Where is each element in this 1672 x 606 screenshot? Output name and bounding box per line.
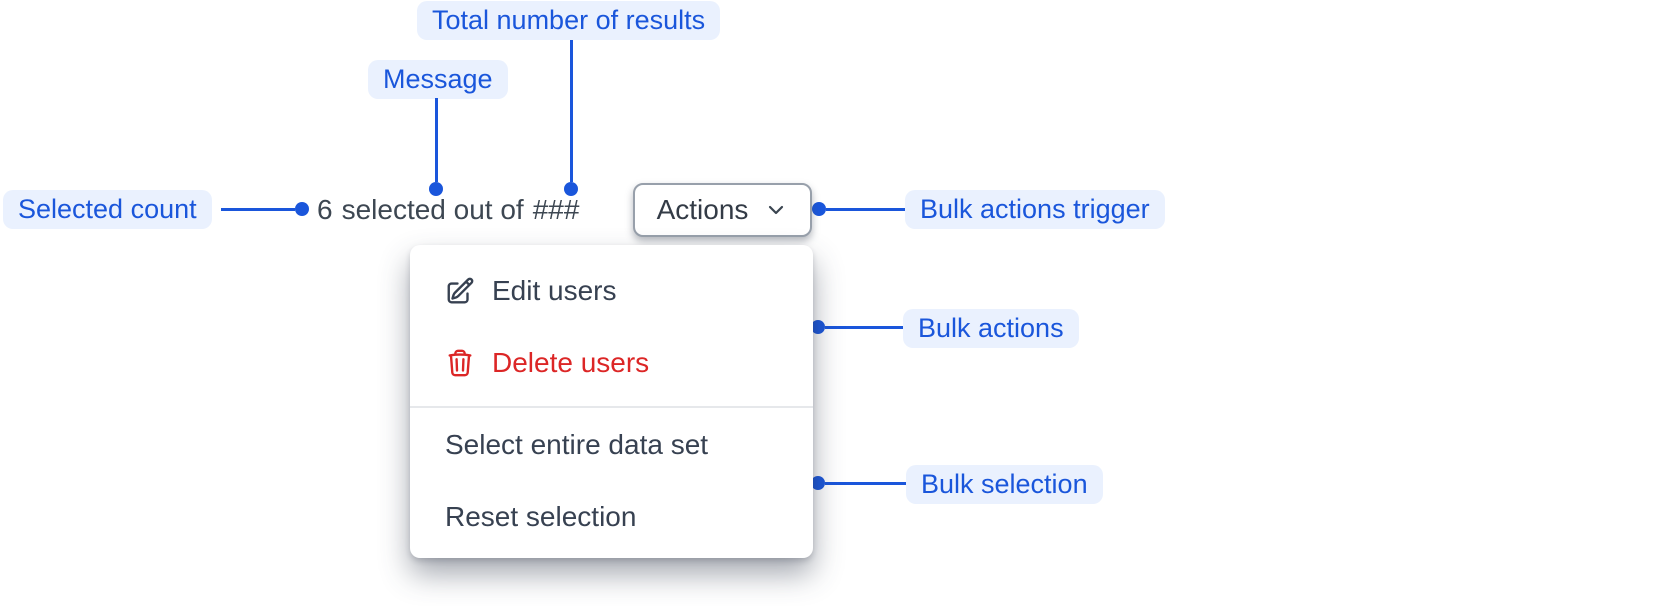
selection-summary: 6 selected out of ###: [317, 191, 579, 229]
connector-line-selected-count: [221, 207, 295, 211]
connector-dot-bulk-actions-trigger: [812, 202, 826, 216]
bulk-actions-menu: Edit users Delete users Select entire da…: [410, 245, 813, 558]
connector-line-message: [434, 98, 438, 182]
menu-item-label: Reset selection: [445, 501, 637, 532]
connector-dot-bulk-selection: [811, 476, 825, 490]
menu-item-label: Edit users: [492, 275, 617, 306]
annotation-bulk-selection: Bulk selection: [906, 465, 1103, 504]
connector-line-bulk-selection: [825, 481, 906, 485]
connector-dot-total-results: [564, 182, 578, 196]
menu-item-label: Select entire data set: [445, 429, 709, 460]
menu-item-reset-selection[interactable]: Reset selection: [410, 493, 813, 541]
actions-button-label: Actions: [656, 194, 749, 225]
trash-icon: [445, 348, 475, 378]
annotation-selected-count: Selected count: [3, 190, 212, 229]
menu-item-delete-users[interactable]: Delete users: [410, 339, 813, 387]
connector-line-bulk-actions-trigger: [826, 207, 905, 211]
actions-button[interactable]: Actions: [633, 183, 812, 237]
chevron-down-icon: [764, 198, 788, 222]
selection-message-text: selected out of: [341, 194, 524, 225]
menu-item-edit-users[interactable]: Edit users: [410, 267, 813, 315]
annotation-bulk-actions-trigger: Bulk actions trigger: [905, 190, 1165, 229]
selected-count-text: 6: [317, 194, 333, 225]
connector-dot-bulk-actions: [811, 320, 825, 334]
annotation-total-results: Total number of results: [417, 1, 721, 40]
menu-divider: [410, 406, 813, 408]
menu-item-select-entire-data-set[interactable]: Select entire data set: [410, 421, 813, 469]
menu-item-label: Delete users: [492, 347, 650, 378]
connector-line-total-results: [569, 40, 573, 182]
connector-dot-selected-count: [295, 202, 309, 216]
connector-line-bulk-actions: [825, 325, 903, 329]
annotation-bulk-actions: Bulk actions: [903, 309, 1079, 348]
connector-dot-message: [429, 182, 443, 196]
total-results-placeholder: ###: [532, 194, 580, 225]
annotation-message: Message: [368, 60, 508, 99]
pencil-square-icon: [445, 276, 475, 306]
